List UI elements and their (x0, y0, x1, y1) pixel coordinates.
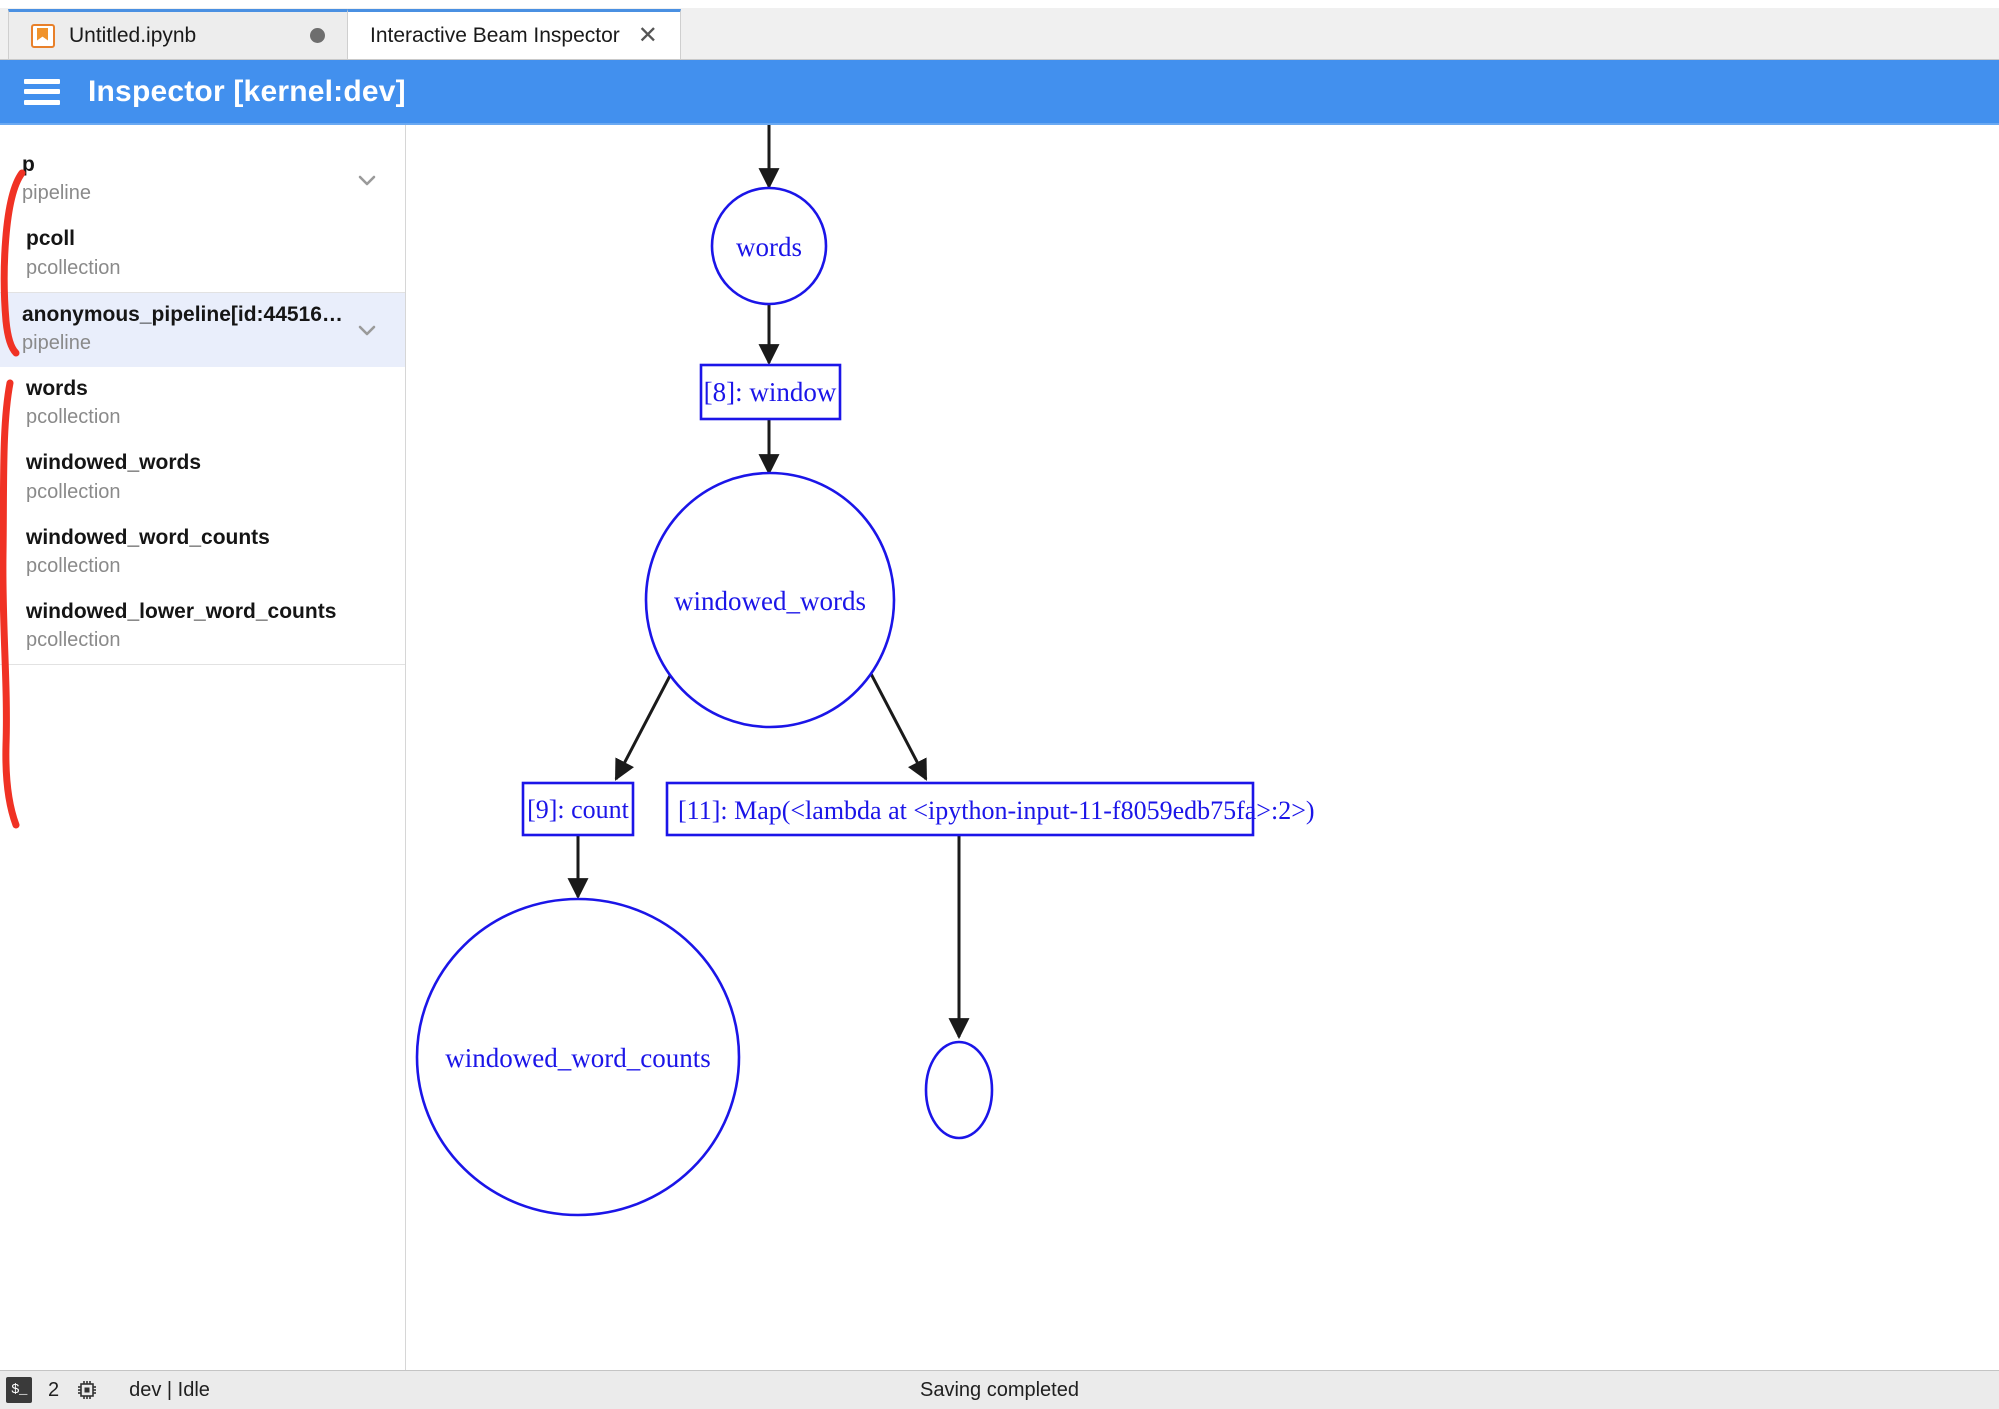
sidebar-item-label: windowed_lower_word_counts (26, 600, 337, 624)
sidebar-item-p[interactable]: p pipeline (0, 143, 405, 217)
sidebar-item-windowed-lower-word-counts[interactable]: windowed_lower_word_counts pcollection (0, 590, 405, 664)
cpu-chip-icon[interactable] (75, 1378, 99, 1402)
graph-node-words[interactable]: words (710, 186, 828, 306)
notebook-icon (31, 23, 55, 48)
sidebar-item-windowed-word-counts[interactable]: windowed_word_counts pcollection (0, 516, 405, 590)
pipeline-group-p: p pipeline pcoll pcollection (0, 143, 405, 293)
sidebar-item-label: windowed_words (26, 451, 202, 475)
status-bar-left: $_ 2 dev | Idle (0, 1377, 210, 1403)
kernel-count: 2 (48, 1378, 60, 1401)
tab-inspector-label: Interactive Beam Inspector (370, 23, 620, 47)
close-icon[interactable]: ✕ (637, 21, 658, 49)
tab-bar: Untitled.ipynb Interactive Beam Inspecto… (0, 0, 1999, 60)
graph-node-windowed-word-counts-shape (415, 897, 741, 1217)
graph-node-count[interactable]: [9]: count (521, 781, 635, 837)
graph-node-unnamed-shape (924, 1040, 994, 1140)
page-title: Inspector [kernel:dev] (88, 74, 406, 108)
pipeline-group-anonymous: anonymous_pipeline[id:44516… pipeline wo… (0, 292, 405, 666)
sidebar-item-type: pcollection (26, 555, 121, 578)
sidebar-item-label: words (26, 377, 88, 401)
graph-node-map[interactable]: [11]: Map(<lambda at <ipython-input-11-f… (665, 781, 1315, 837)
status-bar: $_ 2 dev | Idle Saving completed (0, 1370, 1999, 1409)
inspector-body: p pipeline pcoll pcollection anonymous_p… (0, 125, 1999, 1370)
sidebar-item-type: pipeline (22, 182, 91, 205)
graph-node-map-shape (665, 781, 1255, 837)
graph-node-window-label: [8]: window (704, 377, 837, 407)
sidebar-item-type: pcollection (26, 629, 121, 652)
tab-untitled-ipynb[interactable]: Untitled.ipynb (8, 9, 348, 59)
sidebar-item-label: windowed_word_counts (26, 525, 270, 549)
chevron-down-icon[interactable] (355, 168, 379, 192)
sidebar-item-windowed-words[interactable]: windowed_words pcollection (0, 441, 405, 515)
pipeline-graph-svg: words [8]: window windowed_words [9]: co… (415, 125, 1315, 1217)
pipeline-graph-canvas[interactable]: words [8]: window windowed_words [9]: co… (406, 125, 1999, 1370)
sidebar-item-type: pcollection (26, 256, 121, 279)
graph-node-map-label: [11]: Map(<lambda at <ipython-input-11-f… (678, 796, 1315, 825)
tab-untitled-label: Untitled.ipynb (69, 23, 197, 47)
sidebar-top-spacer (0, 125, 405, 143)
tab-interactive-beam-inspector[interactable]: Interactive Beam Inspector ✕ (347, 9, 681, 59)
inspector-header: Inspector [kernel:dev] (0, 60, 1999, 125)
tab-untitled-content: Untitled.ipynb (31, 23, 197, 48)
kernel-status[interactable]: dev | Idle (129, 1378, 210, 1401)
sidebar-item-label: anonymous_pipeline[id:44516… (22, 302, 343, 326)
status-message: Saving completed (920, 1378, 1079, 1401)
inspector-sidebar[interactable]: p pipeline pcoll pcollection anonymous_p… (0, 125, 406, 1370)
graph-node-windowed-words-label: windowed_words (674, 586, 866, 616)
status-message-container: Saving completed (0, 1379, 1999, 1402)
graph-node-window[interactable]: [8]: window (699, 363, 842, 421)
graph-node-windowed-words[interactable]: windowed_words (644, 471, 896, 729)
sidebar-item-type: pcollection (26, 480, 121, 503)
graph-node-windowed-word-counts-label: windowed_word_counts (445, 1043, 710, 1073)
graph-node-count-label: [9]: count (527, 795, 630, 824)
sidebar-item-pcoll[interactable]: pcoll pcollection (0, 217, 405, 291)
graph-node-windowed-words-shape (644, 471, 896, 729)
graph-node-words-label: words (736, 232, 802, 262)
sidebar-item-label: p (22, 153, 35, 176)
graph-node-windowed-word-counts[interactable]: windowed_word_counts (415, 897, 741, 1217)
sidebar-item-type: pipeline (22, 332, 91, 355)
sidebar-item-anonymous-pipeline[interactable]: anonymous_pipeline[id:44516… pipeline (0, 292, 405, 368)
terminal-icon[interactable]: $_ (6, 1377, 32, 1403)
chevron-down-icon[interactable] (355, 318, 379, 342)
graph-node-words-shape (710, 186, 828, 306)
graph-node-window-shape (699, 363, 842, 421)
unsaved-indicator-icon[interactable] (310, 28, 325, 43)
hamburger-icon[interactable] (24, 78, 60, 105)
sidebar-item-words[interactable]: words pcollection (0, 367, 405, 441)
graph-node-unnamed[interactable] (924, 1040, 994, 1140)
sidebar-item-label: pcoll (26, 227, 76, 251)
sidebar-item-type: pcollection (26, 406, 121, 429)
graph-node-count-shape (521, 781, 635, 837)
